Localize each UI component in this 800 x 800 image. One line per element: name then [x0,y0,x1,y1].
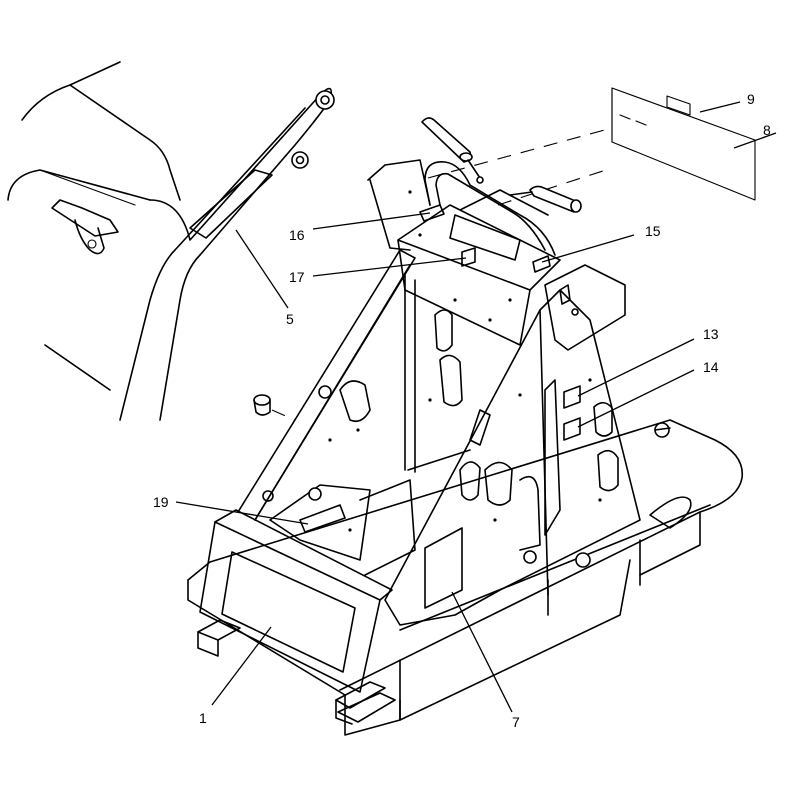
decal-5 [189,169,273,239]
leader-13 [577,338,695,397]
control-console [367,159,626,351]
assembly-line [271,409,296,421]
callout-7: 7 [512,714,520,730]
leader-15 [541,234,635,263]
callout-16: 16 [289,227,305,243]
callout-17: 17 [289,269,305,285]
decal-17 [461,247,476,267]
leader-1 [211,626,272,706]
decal-sheet-8 [611,87,756,201]
bushing [253,394,271,416]
loader-arm [7,61,335,421]
leader-9 [699,101,741,113]
right-tower [384,289,641,626]
decal-1 [221,551,356,673]
decal-9 [666,95,691,116]
callout-13: 13 [703,326,719,342]
control-levers [421,117,582,256]
leader-8 [733,132,777,149]
leader-5 [235,229,289,309]
callout-15: 15 [645,223,661,239]
front-plate [199,490,393,693]
left-tower [237,249,471,521]
decal-13 [563,385,581,409]
leader-17 [312,257,467,277]
decal-15 [532,255,551,273]
fork-tines [197,619,396,725]
frame-base [187,419,744,736]
leader-14 [577,369,695,428]
leader-19 [175,501,309,525]
callout-14: 14 [703,359,719,375]
callout-8: 8 [763,122,771,138]
leader-7 [451,591,513,713]
callout-9: 9 [747,91,755,107]
decal-16 [419,204,445,222]
decal-14 [563,417,581,441]
callout-5: 5 [286,311,294,327]
decal-7 [424,527,463,609]
callout-1: 1 [199,710,207,726]
callout-19: 19 [153,494,169,510]
leader-16 [312,212,431,230]
floor-plate [269,479,416,576]
assembly-line [497,167,613,206]
